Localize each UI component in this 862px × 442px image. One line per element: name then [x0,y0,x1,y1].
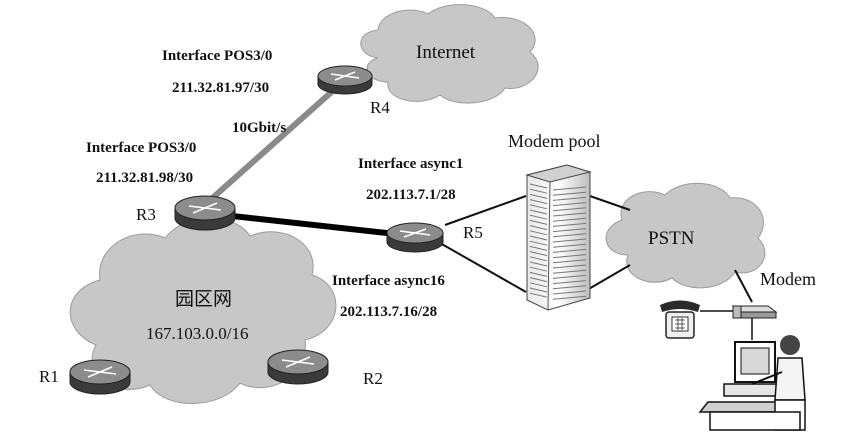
rack-slot [552,217,587,222]
modem-pool-rack-icon [525,164,592,311]
rack-slot [529,204,548,210]
rack-slot [529,287,548,293]
router-r5-label: R5 [463,223,483,242]
router-icon [317,65,373,95]
rack-slot [552,248,587,253]
rack-slot [529,188,548,194]
async1-interface-label: Interface async1 [358,156,463,172]
modem-pool-label: Modem pool [508,131,601,151]
rack-slot [529,209,548,215]
router-icon [267,349,329,385]
router-icon [174,195,236,231]
rack-slot [529,230,548,236]
rack-slot [529,183,548,189]
rack-slot [552,259,587,264]
rack-slot [552,196,587,201]
rack-slot [552,274,587,279]
rack-slot [529,193,548,199]
internet-cloud [360,4,539,104]
labels: Interface POS3/0 211.32.81.97/30 10Gbit/… [39,42,816,388]
modem-icon [731,305,778,319]
async1-ip-label: 202.113.7.1/28 [366,187,456,203]
rack-slot [529,240,548,246]
rack-slot [552,207,587,212]
rack-slot [529,199,548,205]
link-speed-label: 10Gbit/s [232,120,286,136]
rack-slot [552,186,587,191]
r4-interface-label: Interface POS3/0 [162,48,272,64]
rack-slot [552,264,587,269]
rack-slot [552,238,587,243]
modem-label: Modem [760,269,816,289]
campus-network-label: 167.103.0.0/16 [146,324,248,343]
router-r3-label: R3 [136,205,156,224]
links [204,77,753,340]
rack-slot [552,280,587,285]
router-r2-label: R2 [363,369,383,388]
r3-ip-label: 211.32.81.98/30 [96,170,193,186]
rack-slot [529,261,548,267]
r3-interface-label: Interface POS3/0 [86,140,196,156]
rack-slot [529,256,548,262]
rack-slot [552,228,587,233]
pstn-cloud-label: PSTN [648,228,695,249]
async16-ip-label: 202.113.7.16/28 [340,304,437,320]
rack-slot [552,295,587,300]
rack-slot [552,254,587,259]
rack-slot [552,290,587,295]
rack-slot [552,269,587,274]
rack-slot [552,202,587,207]
link-r5-pool-bottom [439,242,527,293]
rack-slot [529,214,548,220]
async16-interface-label: Interface async16 [332,273,445,289]
user-workstation-icon [698,335,806,431]
rack-slot [552,243,587,248]
rack-slot [529,292,548,298]
rack-slot [529,266,548,272]
pstn-cloud [605,182,766,289]
router-r4-label: R4 [370,98,390,117]
rack-slot [529,277,548,283]
rack-slot [552,191,587,196]
r4-ip-label: 211.32.81.97/30 [172,80,269,96]
link-pool-pstn-bottom [586,264,631,291]
rack-slot [552,285,587,290]
rack-slot [529,245,548,251]
link-r3-r4 [206,77,347,205]
link-r5-pool-top [444,195,527,226]
rack-slot [552,233,587,238]
rack-slot [529,235,548,241]
internet-cloud-label: Internet [416,42,476,63]
rack-slot [552,212,587,217]
link-pool-pstn-top [586,194,631,211]
telephone-icon [660,300,700,339]
rack-slot [552,222,587,227]
router-r1-label: R1 [39,367,59,386]
router-icon [386,222,444,253]
rack-slot [529,271,548,277]
rack-slot [529,251,548,257]
rack-slot [529,282,548,288]
link-r3-r5 [204,210,406,238]
rack-slot [529,219,548,225]
link-pstn-modem [734,269,753,303]
router-icon [69,359,131,395]
campus-cloud [69,217,337,404]
campus-label: 园区网 [175,288,232,310]
rack-slot [529,225,548,231]
